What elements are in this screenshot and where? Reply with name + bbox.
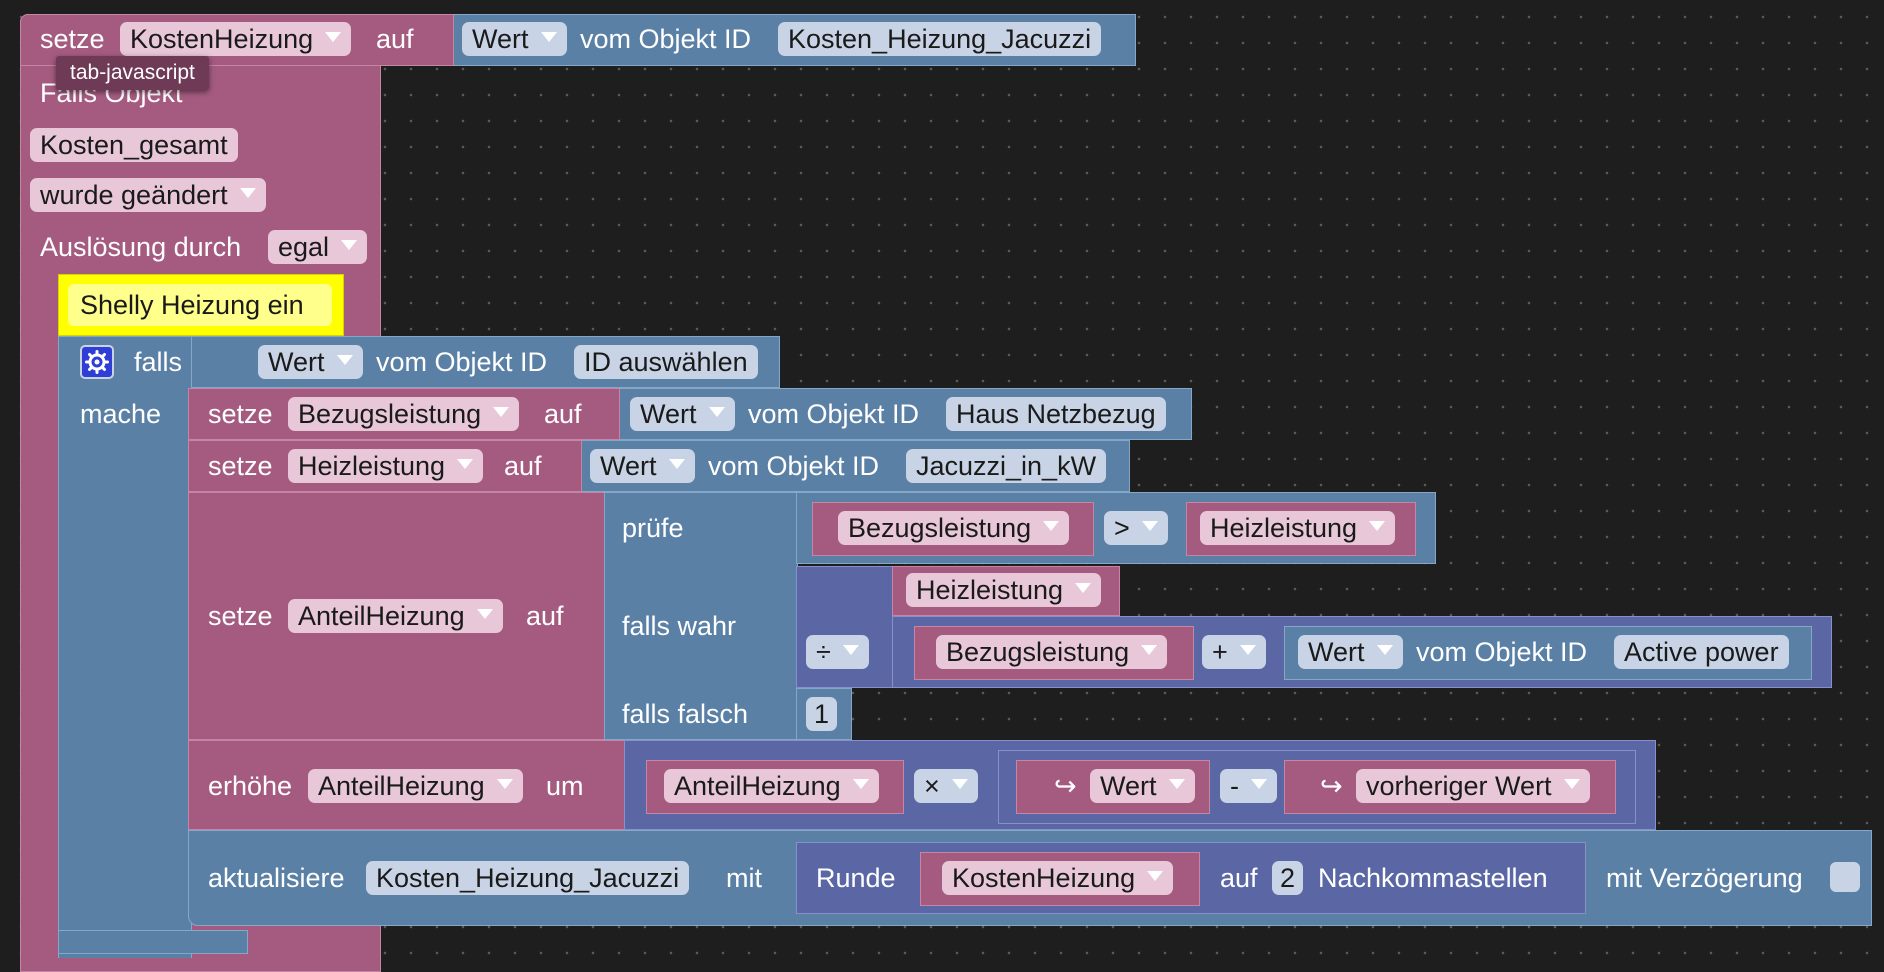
aktualisiere-label: aktualisiere xyxy=(208,863,345,893)
set2-object-id-field[interactable]: Jacuzzi_in_kW xyxy=(906,449,1107,483)
division-operator-dropdown[interactable]: ÷ xyxy=(806,635,869,669)
set2-wert-dropdown[interactable]: Wert xyxy=(590,449,695,483)
if-object-id-field[interactable]: ID auswählen xyxy=(574,345,758,379)
if-block-body[interactable] xyxy=(58,336,192,958)
ausloesung-label: Auslösung durch xyxy=(40,232,242,262)
if-vom-objekt-label: vom Objekt ID xyxy=(376,347,548,377)
previous-value-arrow-icon: ↪ xyxy=(1320,771,1343,801)
compare-right-dropdown[interactable]: Heizleistung xyxy=(1200,511,1396,545)
multiply-operator-dropdown[interactable]: × xyxy=(914,769,978,803)
comment-inner[interactable] xyxy=(68,284,332,326)
set3-auf-label: auf xyxy=(526,601,564,631)
numerator-dropdown[interactable]: Heizleistung xyxy=(906,573,1102,607)
if-block-footer[interactable] xyxy=(58,930,248,954)
um-label: um xyxy=(546,771,584,801)
set2-setze-label: setze xyxy=(208,451,273,481)
runde-label: Runde xyxy=(816,863,896,893)
digits-number[interactable]: 2 xyxy=(1272,861,1304,895)
top-auf-label: auf xyxy=(376,24,414,54)
denominator-left-dropdown[interactable]: Bezugsleistung xyxy=(936,635,1168,669)
tooltip: tab-javascript xyxy=(56,56,209,90)
plus-operator-dropdown[interactable]: + xyxy=(1202,635,1266,669)
set1-auf-label: auf xyxy=(544,399,582,429)
if-wert-dropdown[interactable]: Wert xyxy=(258,345,363,379)
update-object-field[interactable]: Kosten_Heizung_Jacuzzi xyxy=(366,861,690,895)
previous-value-dropdown[interactable]: vorheriger Wert xyxy=(1356,769,1590,803)
top-wert-dropdown[interactable]: Wert xyxy=(462,22,567,56)
falls-falsch-label: falls falsch xyxy=(622,699,749,729)
set1-wert-dropdown[interactable]: Wert xyxy=(630,397,735,431)
set3-var-dropdown[interactable]: AnteilHeizung xyxy=(288,599,503,633)
mache-label: mache xyxy=(80,399,162,429)
falls-wahr-label: falls wahr xyxy=(622,611,737,641)
update-mit-label: mit xyxy=(726,863,762,893)
minus-operator-dropdown[interactable]: - xyxy=(1220,769,1277,803)
set2-var-dropdown[interactable]: Heizleistung xyxy=(288,449,484,483)
mit-verzoegerung-label: mit Verzögerung xyxy=(1606,863,1803,893)
pruefe-label: prüfe xyxy=(622,513,684,543)
nachkommastellen-label: Nachkommastellen xyxy=(1318,863,1548,893)
top-var-dropdown[interactable]: KostenHeizung xyxy=(120,22,352,56)
active-power-wert-dropdown[interactable]: Wert xyxy=(1298,635,1403,669)
falls-label: falls xyxy=(134,347,183,377)
set2-auf-label: auf xyxy=(504,451,542,481)
trigger-event-dropdown[interactable]: wurde geändert xyxy=(30,178,266,212)
top-vom-objekt-label: vom Objekt ID xyxy=(580,24,752,54)
set1-object-id-field[interactable]: Haus Netzbezug xyxy=(946,397,1166,431)
set1-vom-objekt-label: vom Objekt ID xyxy=(748,399,920,429)
compare-operator-dropdown[interactable]: > xyxy=(1104,511,1168,545)
event-value-dropdown[interactable]: Wert xyxy=(1090,769,1195,803)
ternary-block[interactable] xyxy=(604,492,798,740)
active-power-vom-objekt-label: vom Objekt ID xyxy=(1416,637,1588,667)
top-object-id-field[interactable]: Kosten_Heizung_Jacuzzi xyxy=(778,22,1102,56)
ausloesung-dropdown[interactable]: egal xyxy=(268,230,368,264)
false-value-number[interactable]: 1 xyxy=(806,697,838,731)
increase-var-dropdown[interactable]: AnteilHeizung xyxy=(308,769,523,803)
trigger-object-field[interactable]: Kosten_gesamt xyxy=(30,128,238,162)
erhoehe-label: erhöhe xyxy=(208,771,293,801)
set1-setze-label: setze xyxy=(208,399,273,429)
division-block[interactable] xyxy=(796,566,896,688)
active-power-object-id-field[interactable]: Active power xyxy=(1614,635,1789,669)
compare-left-dropdown[interactable]: Bezugsleistung xyxy=(838,511,1070,545)
set2-vom-objekt-label: vom Objekt ID xyxy=(708,451,880,481)
set3-setze-label: setze xyxy=(208,601,273,631)
set1-var-dropdown[interactable]: Bezugsleistung xyxy=(288,397,520,431)
top-setze-label: setze xyxy=(40,24,105,54)
event-value-arrow-icon: ↪ xyxy=(1054,771,1077,801)
gear-icon[interactable] xyxy=(80,345,114,379)
round-var-dropdown[interactable]: KostenHeizung xyxy=(942,861,1174,895)
round-auf-label: auf xyxy=(1220,863,1258,893)
multiply-left-dropdown[interactable]: AnteilHeizung xyxy=(664,769,879,803)
comment-text[interactable]: Shelly Heizung ein xyxy=(80,290,304,320)
delay-checkbox[interactable] xyxy=(1830,862,1860,892)
